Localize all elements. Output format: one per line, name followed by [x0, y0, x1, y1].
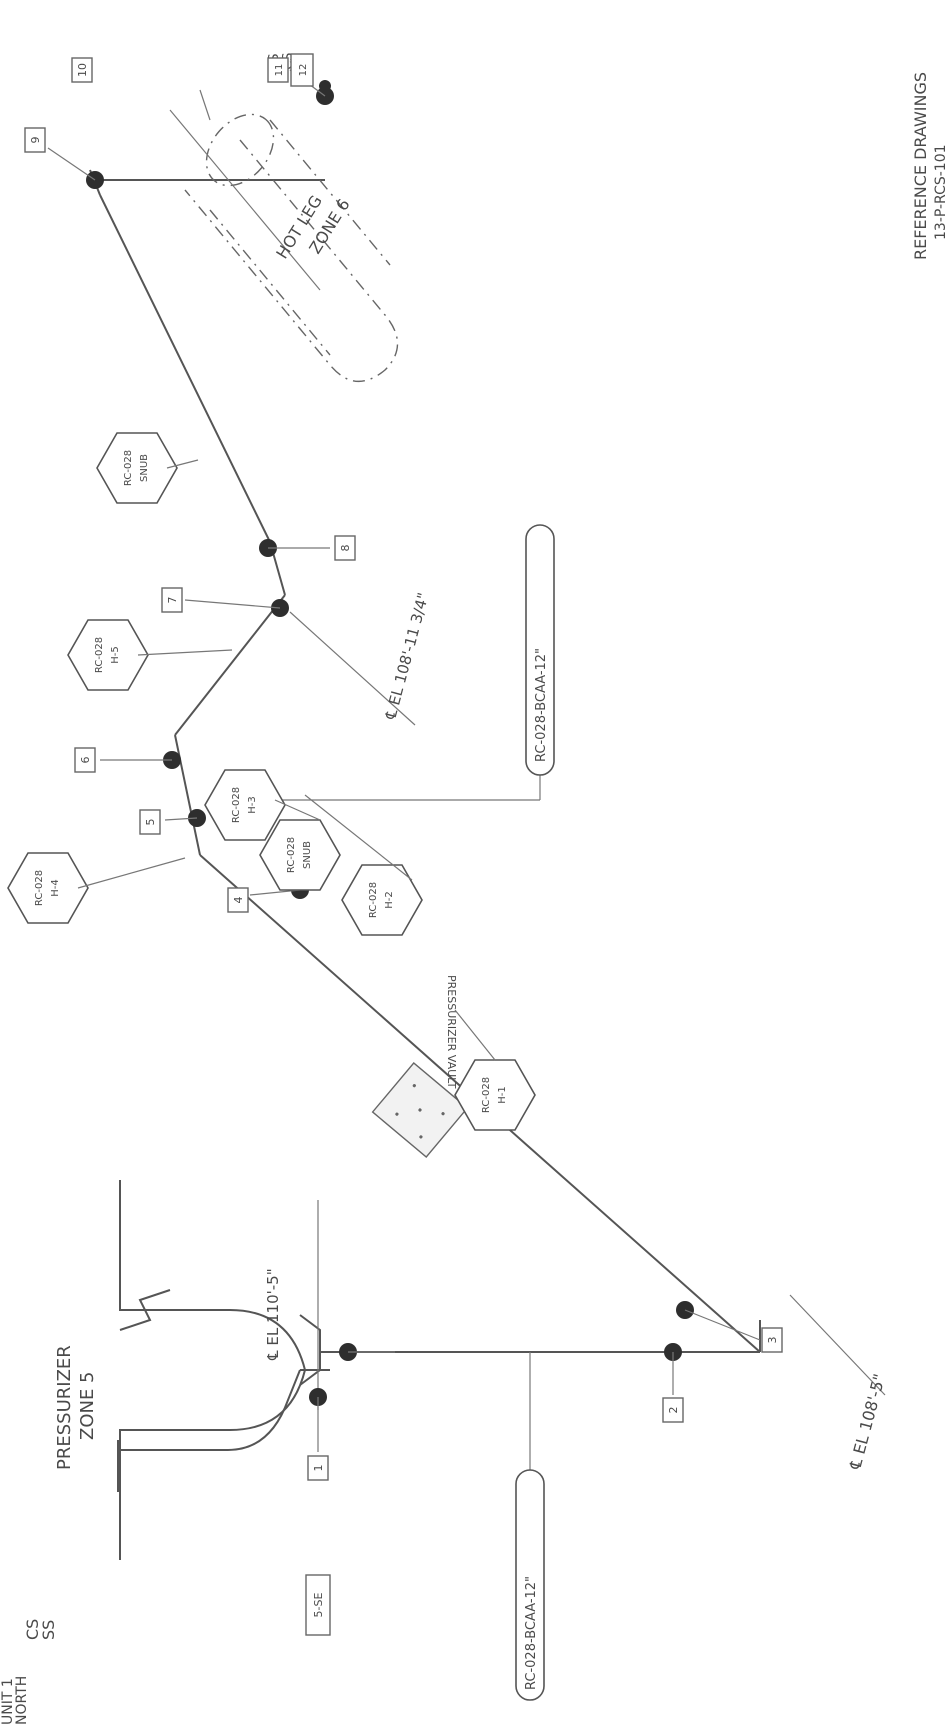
- line-designation-sloped-text: RC-028-BCAA-12": [534, 648, 549, 762]
- hanger-tag: RC-028 H-3: [204, 769, 286, 841]
- hanger-tag: RC-028 SNUB: [259, 819, 341, 891]
- svg-text:5-SE: 5-SE: [312, 1593, 325, 1618]
- svg-text:1: 1: [312, 1465, 325, 1472]
- svg-text:6: 6: [79, 757, 92, 764]
- hanger-tag: RC-028 H-4: [7, 852, 89, 924]
- hot-leg-outline: [169, 89, 399, 383]
- svg-text:SNUB: SNUB: [302, 841, 313, 869]
- header-unit: UNIT 1: [0, 1678, 16, 1725]
- svg-text:RC-028: RC-028: [368, 882, 379, 918]
- sloped-run-5: [99, 194, 271, 543]
- svg-text:2: 2: [667, 1407, 680, 1414]
- hanger-leaders: [77, 459, 496, 1061]
- weld-tag-2: 2: [662, 1397, 684, 1423]
- pressurizer-zone: ZONE 5: [77, 1371, 98, 1440]
- svg-text:5: 5: [144, 819, 157, 826]
- hanger-tag: RC-028 H-5: [67, 619, 149, 691]
- mid-run-elevation-line: [289, 611, 416, 726]
- svg-text:RC-028: RC-028: [231, 787, 242, 823]
- svg-text:RC-028: RC-028: [123, 450, 134, 486]
- hanger-tag: RC-028 H-1: [454, 1059, 536, 1131]
- pressurizer-break-mark: [119, 1289, 171, 1331]
- weld-tag-5: 5: [139, 809, 161, 835]
- svg-text:H-4: H-4: [50, 879, 61, 897]
- mid-run-elevation: ℄ EL 108'-11 3/4": [381, 591, 432, 722]
- svg-text:4: 4: [232, 897, 245, 904]
- line-designation-vertical: RC-028-BCAA-12": [515, 1469, 545, 1701]
- svg-text:H-5: H-5: [110, 646, 121, 664]
- weld-tag-3: 3: [761, 1327, 783, 1353]
- svg-text:RC-028: RC-028: [94, 637, 105, 673]
- svg-text:8: 8: [339, 545, 352, 552]
- leader-lines: [47, 69, 761, 1470]
- weld-tag-6: 6: [74, 747, 96, 773]
- reference-number: 13-P-RCS-101: [933, 144, 949, 240]
- svg-text:7: 7: [166, 597, 179, 604]
- pressurizer-nozzle: [299, 1314, 321, 1386]
- weld-tag-4: 4: [227, 887, 249, 913]
- svg-text:RC-028: RC-028: [286, 837, 297, 873]
- pressurizer-elevation: ℄ EL 110'-5": [264, 1268, 282, 1361]
- weld-tag-7: 7: [161, 587, 183, 613]
- weld-tag-1: 1: [307, 1455, 329, 1481]
- svg-text:9: 9: [29, 137, 42, 144]
- pressurizer-vault-block: [371, 1062, 469, 1158]
- svg-text:H-2: H-2: [384, 891, 395, 909]
- pressurizer-vessel-body: [119, 1180, 307, 1560]
- header-north: NORTH: [14, 1676, 30, 1725]
- reference-title: REFERENCE DRAWINGS: [911, 72, 930, 260]
- support-label-line1: PRESSURIZER VAULT: [445, 975, 458, 1089]
- weld-tag-8: 8: [334, 535, 356, 561]
- material-label-left-bottom: SS: [39, 1620, 58, 1640]
- material-label-left-top: CS: [23, 1619, 42, 1640]
- svg-text:12: 12: [298, 64, 309, 77]
- svg-text:10: 10: [76, 63, 89, 77]
- safe-end-tag: 5-SE: [305, 1574, 331, 1636]
- svg-text:RC-028: RC-028: [481, 1077, 492, 1113]
- sloped-run-3: [174, 594, 286, 736]
- svg-text:3: 3: [766, 1337, 779, 1344]
- line-designation-sloped: RC-028-BCAA-12": [525, 524, 555, 776]
- weld-marker: [319, 80, 331, 92]
- svg-text:H-3: H-3: [247, 796, 258, 814]
- weld-tag-10: 10: [71, 57, 93, 83]
- low-point-elevation: ℄ EL 108'-5": [845, 1372, 889, 1472]
- weld-tag-11: 11: [267, 57, 289, 83]
- pressurizer-title: PRESSURIZER: [54, 1345, 75, 1470]
- weld-tag-9: 9: [24, 127, 46, 153]
- line-designation-vertical-text: RC-028-BCAA-12": [524, 1576, 539, 1690]
- weld-tag-12: 12: [290, 53, 314, 87]
- svg-text:11: 11: [274, 64, 285, 77]
- sloped-run-2: [174, 734, 201, 856]
- svg-text:RC-028: RC-028: [34, 870, 45, 906]
- hanger-tag: RC-028 SNUB: [96, 432, 178, 504]
- svg-text:SNUB: SNUB: [139, 454, 150, 482]
- low-point-centerline: [789, 1294, 886, 1396]
- hanger-tag: RC-028 H-2: [341, 864, 423, 936]
- svg-text:H-1: H-1: [497, 1086, 508, 1104]
